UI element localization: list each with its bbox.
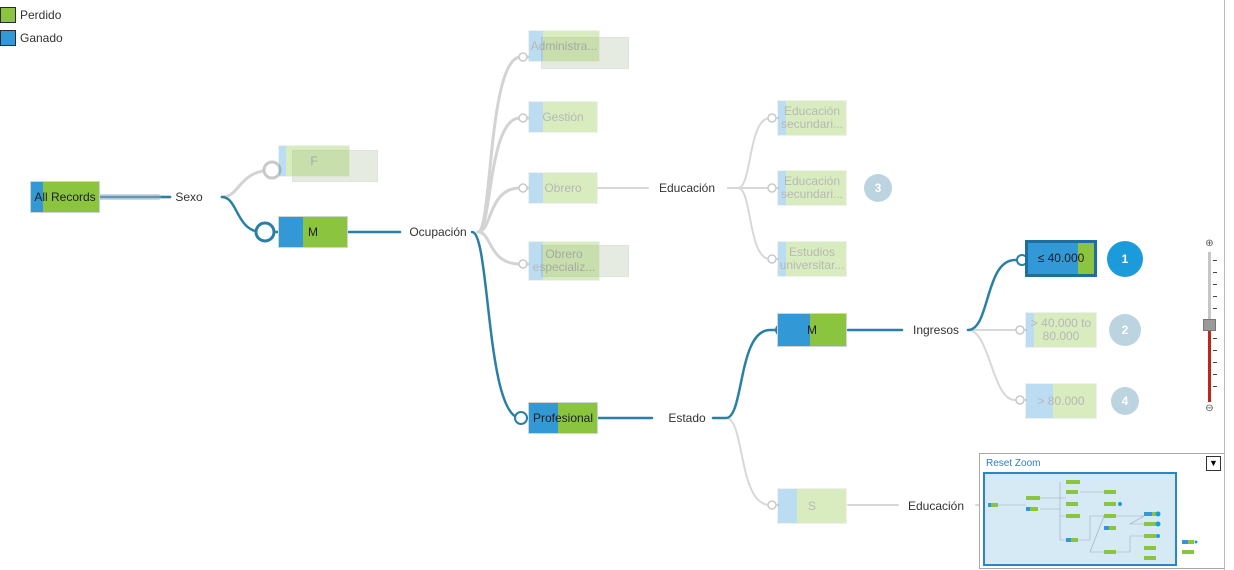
node-sexo-f[interactable]: F — [278, 145, 350, 177]
node-educacion-secundaria-1-label: Educación secundari... — [780, 104, 844, 131]
legend-label-perdido: Perdido — [20, 8, 62, 22]
node-obrero-especializado[interactable]: Obrero especializ... — [528, 241, 600, 281]
minimap-panel[interactable]: Reset Zoom ▼ — [979, 453, 1225, 569]
node-administra[interactable]: Administra... — [528, 30, 600, 62]
node-rank-badge-4[interactable]: 4 — [1111, 387, 1139, 415]
zoom-tick — [1213, 362, 1217, 363]
zoom-tick — [1213, 284, 1217, 285]
zoom-tick — [1213, 296, 1217, 297]
node-obrero[interactable]: Obrero — [528, 172, 598, 204]
node-sexo-m-label: M — [308, 224, 318, 239]
node-gestion[interactable]: Gestión — [528, 101, 598, 133]
node-profesional-label: Profesional — [532, 410, 594, 425]
zoom-slider[interactable]: ⊕ ⊖ — [1203, 238, 1217, 414]
node-educacion-secundaria-2-label: Educación secundari... — [780, 174, 844, 201]
zoom-tick — [1213, 386, 1217, 387]
field-label-sexo: Sexo — [172, 190, 206, 204]
node-rank-badge-3[interactable]: 3 — [864, 174, 892, 202]
node-ingresos-gt-80000[interactable]: > 80.000 — [1025, 383, 1097, 419]
node-estudios-universitarios[interactable]: Estudios universitar... — [777, 241, 847, 277]
node-estado-m-label: M — [807, 322, 817, 337]
field-label-ingresos: Ingresos — [909, 323, 963, 337]
node-estado-s[interactable]: S — [777, 488, 847, 524]
node-educacion-secundaria-2[interactable]: Educación secundari... — [777, 170, 847, 206]
minimap-tree-thumbnail — [988, 480, 1198, 560]
zoom-tick — [1213, 308, 1217, 309]
node-ingresos-le-40000[interactable]: ≤ 40.000 — [1025, 240, 1097, 277]
canvas-right-border — [1224, 0, 1225, 570]
reset-zoom-link[interactable]: Reset Zoom — [986, 458, 1041, 469]
collapse-minimap-icon[interactable]: ▼ — [1206, 456, 1221, 471]
node-sexo-m[interactable]: M — [278, 216, 348, 248]
legend-swatch-perdido — [0, 7, 16, 23]
node-estudios-universitarios-label: Estudios universitar... — [779, 245, 845, 272]
node-rank-badge-1[interactable]: 1 — [1107, 241, 1143, 277]
node-gestion-label: Gestión — [542, 109, 584, 124]
node-obrero-label: Obrero — [544, 180, 582, 195]
node-ingresos-40000-to-80000-label: > 40.000 to 80.000 — [1030, 316, 1092, 343]
zoom-tick — [1213, 374, 1217, 375]
node-rank-badge-2[interactable]: 2 — [1109, 314, 1141, 346]
legend-swatch-ganado — [0, 30, 16, 46]
legend-item-perdido: Perdido — [0, 5, 61, 25]
field-label-ocupacion: Ocupación — [406, 225, 470, 239]
node-estado-s-label: S — [807, 498, 816, 513]
node-ingresos-le-40000-label: ≤ 40.000 — [1037, 251, 1085, 265]
zoom-fill — [1208, 326, 1211, 402]
minimap-viewport[interactable] — [983, 472, 1177, 566]
node-ingresos-40000-to-80000[interactable]: > 40.000 to 80.000 — [1025, 312, 1097, 348]
legend-item-ganado: Ganado — [0, 28, 63, 48]
zoom-out-icon[interactable]: ⊖ — [1205, 403, 1214, 414]
node-all-records-label: All Records — [34, 189, 96, 204]
node-f-stack — [292, 150, 378, 182]
node-ingresos-gt-80000-label: > 80.000 — [1037, 393, 1085, 408]
zoom-tick — [1213, 260, 1217, 261]
field-label-educacion-obrero: Educación — [655, 181, 719, 195]
node-profesional[interactable]: Profesional — [528, 402, 598, 434]
zoom-tick — [1213, 272, 1217, 273]
zoom-tick — [1213, 338, 1217, 339]
field-label-estado: Estado — [665, 411, 709, 425]
node-administra-label: Administra... — [530, 38, 598, 53]
legend-label-ganado: Ganado — [20, 31, 63, 45]
node-sexo-f-label: F — [310, 153, 318, 168]
zoom-tick — [1213, 350, 1217, 351]
node-all-records[interactable]: All Records — [30, 181, 100, 213]
node-estado-m[interactable]: M — [777, 313, 847, 347]
zoom-thumb[interactable] — [1203, 319, 1216, 331]
field-label-educacion-s: Educación — [904, 499, 968, 513]
node-obrero-esp-stack — [541, 245, 629, 277]
node-educacion-secundaria-1[interactable]: Educación secundari... — [777, 100, 847, 136]
zoom-in-icon[interactable]: ⊕ — [1205, 238, 1214, 249]
node-administra-stack — [541, 37, 629, 69]
node-obrero-especializado-label: Obrero especializ... — [532, 247, 596, 274]
